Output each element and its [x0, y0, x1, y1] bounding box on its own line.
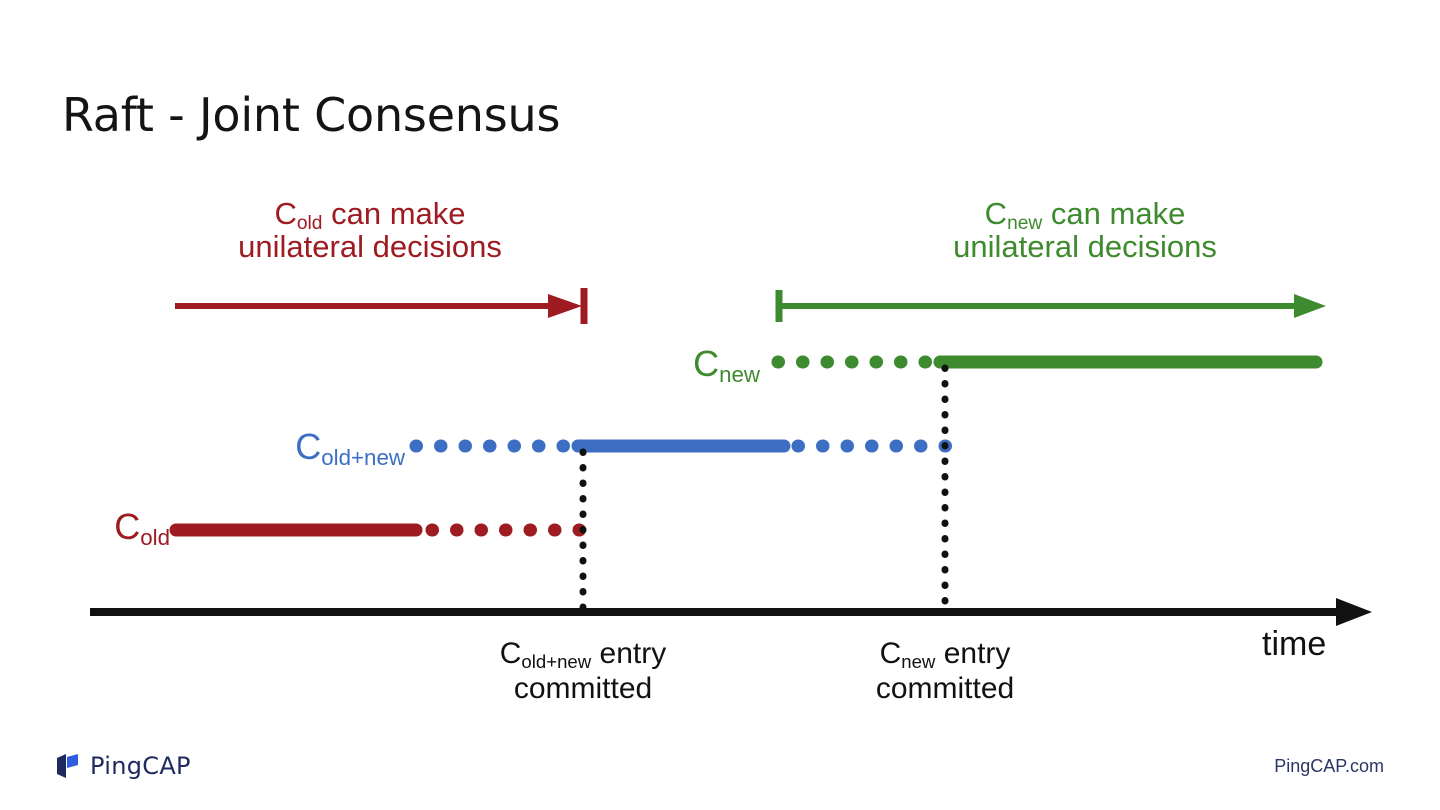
time-axis-label: time — [1262, 625, 1327, 663]
pingcap-mark-icon — [56, 753, 81, 779]
footer-url: PingCAP.com — [1274, 756, 1384, 776]
event-label-c-new-committed: Cnew entry committed — [800, 637, 1090, 707]
page-title: Raft - Joint Consensus — [62, 88, 561, 142]
caption-left-line2: unilateral decisions — [238, 228, 502, 264]
c-old-decision-arrow — [175, 288, 588, 324]
event-2-line2: committed — [875, 671, 1015, 705]
event-2-line1: Cnew entry — [879, 637, 1011, 672]
event-1-line2: committed — [513, 671, 653, 705]
event-label-c-old-new-committed: Cold+new entry committed — [438, 637, 728, 707]
event-1-line1: Cold+new entry — [499, 637, 667, 672]
time-axis — [90, 598, 1372, 626]
c-new-decision-arrow — [775, 290, 1326, 322]
series-label-c-old: Cold — [114, 506, 170, 550]
pingcap-logo-text: PingCAP — [90, 752, 191, 780]
caption-right-line1: Cnew can make — [984, 196, 1186, 234]
caption-left-line1: Cold can make — [274, 196, 466, 234]
pingcap-logo: PingCAP — [56, 752, 191, 780]
caption-c-old-unilateral: Cold can make unilateral decisions — [180, 196, 560, 264]
caption-right-line2: unilateral decisions — [953, 228, 1217, 264]
series-label-c-old-new: Cold+new — [295, 426, 405, 470]
caption-c-new-unilateral: Cnew can make unilateral decisions — [895, 196, 1275, 264]
series-label-c-new: Cnew — [693, 343, 760, 387]
